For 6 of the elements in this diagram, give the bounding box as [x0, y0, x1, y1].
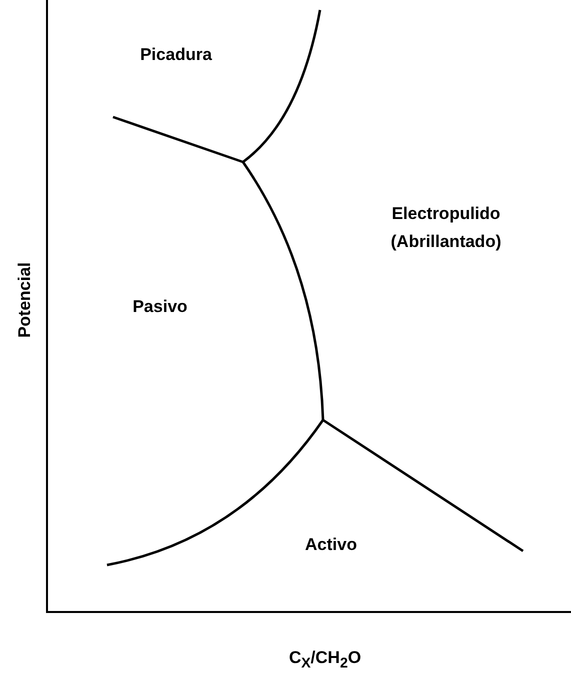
axis-label: Potencial: [14, 261, 35, 340]
region-label: Picadura: [139, 44, 213, 66]
region-label: Activo: [304, 534, 358, 556]
region-label: Pasivo: [132, 296, 188, 318]
axis-label: C$_{X}$/CH$_{2}$O: [288, 646, 362, 673]
region-label: Electropulido (Abrillantado): [390, 203, 502, 253]
